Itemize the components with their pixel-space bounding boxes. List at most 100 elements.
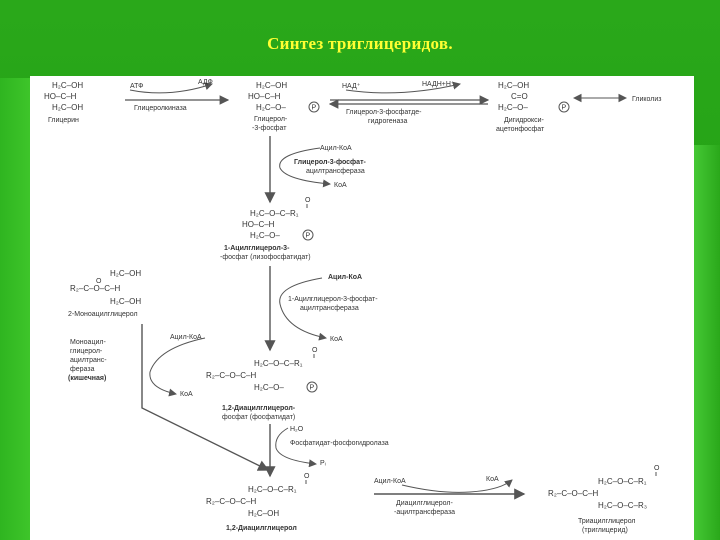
mag-enzyme-line-1: Моноацил- xyxy=(70,339,106,346)
lpa-name-1: 1-Ацилглицерол-3- xyxy=(224,245,290,252)
dhap-line-1: H₂C–OH xyxy=(498,81,529,90)
glycerol-name: Глицерин xyxy=(48,117,79,124)
mag-enzyme-line-2: глицерол- xyxy=(70,348,103,355)
mag-line-3: H₂C–OH xyxy=(110,297,141,306)
step4-cofactor-arc xyxy=(279,277,327,341)
step1-cofactor-arc xyxy=(129,82,213,94)
mag-name: 2-Моноацилглицерол xyxy=(68,311,138,318)
pa-structure: O H₂C–O–C–R₁ R₂–C–O–C–H H₂C–O– P 1,2-Диа… xyxy=(206,347,318,421)
tag-structure: O H₂C–O–C–R₁ R₂–C–O–C–H H₂C–O–C–R₃ Триац… xyxy=(548,465,660,534)
glycerol-line-1: H₂C–OH xyxy=(52,81,83,90)
step3-out: КоА xyxy=(334,182,347,189)
glycerol-line-2: HO–C–H xyxy=(44,92,77,101)
dhap-line-2: C=O xyxy=(511,92,528,101)
step5-in: H₂O xyxy=(290,426,304,433)
mag-enzyme-line-4: фераза xyxy=(70,366,95,373)
dag-line-1: H₂C–O–C–R₁ xyxy=(248,485,297,494)
lpa-line-3: H₂C–O– xyxy=(250,231,280,240)
mag-line-1: H₂C–OH xyxy=(110,269,141,278)
tag-carbonyl: O xyxy=(654,465,660,472)
step6-out: КоА xyxy=(486,476,499,483)
dag-line-3: H₂C–OH xyxy=(248,509,279,518)
phosphate-icon xyxy=(302,229,314,241)
dag-line-2: R₂–C–O–C–H xyxy=(206,497,256,506)
mag-enzyme-in: Ацил-КоА xyxy=(170,334,202,341)
pa-line-2: R₂–C–O–C–H xyxy=(206,371,256,380)
right-decor-band xyxy=(694,145,720,540)
glycolysis-label: Гликолиз xyxy=(632,96,661,103)
step4-in: Ацил-КоА xyxy=(328,274,362,281)
pa-carbonyl: O xyxy=(312,347,318,354)
step2-cofactor-arc xyxy=(345,81,461,94)
step5-cofactor-arc xyxy=(275,427,317,468)
mag-enzyme-out: КоА xyxy=(180,391,193,398)
tag-line-1: H₂C–O–C–R₁ xyxy=(598,477,647,486)
phosphate-label: P xyxy=(310,385,315,392)
dag-carbonyl: O xyxy=(304,473,310,480)
step6-enzyme-1: Диацилглицерол- xyxy=(396,500,453,507)
g3p-name-1: Глицерол- xyxy=(254,116,288,123)
g3p-name-2: -3-фосфат xyxy=(252,125,287,132)
mag-cofactor-arc xyxy=(149,337,206,397)
tag-name-2: (триглицерид) xyxy=(582,527,628,534)
lpa-structure: O H₂C–O–C–R₁ HO–C–H H₂C–O– P 1-Ацилглице… xyxy=(220,197,314,261)
lpa-line-2: HO–C–H xyxy=(242,220,275,229)
step4-enzyme-1: 1-Ацилглицерол-3-фосфат- xyxy=(288,296,378,303)
step3-enzyme-2: ацилтрансфераза xyxy=(306,168,365,175)
phosphate-icon xyxy=(308,101,320,113)
phosphate-label: P xyxy=(562,105,567,112)
step3-in: Ацил-КоА xyxy=(320,145,352,152)
dhap-name-2: ацетонфосфат xyxy=(496,126,545,133)
left-decor-band xyxy=(0,78,30,540)
step3-cofactor-arc xyxy=(279,147,331,188)
mag-line-2: R₂–C–O–C–H xyxy=(70,284,120,293)
step4-enzyme-2: ацилтрансфераза xyxy=(300,305,359,312)
step1-in: АТФ xyxy=(130,83,144,90)
mag-enzyme-line-3: ацилтранс- xyxy=(70,357,107,364)
phosphate-icon xyxy=(306,381,318,393)
glycerol-line-3: H₂C–OH xyxy=(52,103,83,112)
tag-line-2: R₂–C–O–C–H xyxy=(548,489,598,498)
phosphate-icon xyxy=(558,101,570,113)
tag-name-1: Триацилглицерол xyxy=(578,518,636,525)
dhap-line-3: H₂C–O– xyxy=(498,103,528,112)
step4-out: КоА xyxy=(330,336,343,343)
pathway-diagram: H₂C–OH HO–C–H H₂C–OH Глицерин АТФ АДФ Гл… xyxy=(30,76,694,540)
mag-enzyme-note: (кишечная) xyxy=(68,375,106,382)
step2-out: НАДН+Н⁺ xyxy=(422,81,455,88)
dhap-structure: H₂C–OH C=O H₂C–O– P Дигидрокси- ацетонфо… xyxy=(496,81,570,133)
slide-title: Синтез триглицеридов. xyxy=(267,34,453,53)
step6-in: Ацил-КоА xyxy=(374,478,406,485)
g3p-structure: H₂C–OH HO–C–H H₂C–O– P Глицерол- -3-фосф… xyxy=(248,81,320,132)
pa-name-1: 1,2-Диацилглицерол- xyxy=(222,405,296,412)
mag-structure: H₂C–OH O R₂–C–O–C–H H₂C–OH 2-Моноацилгли… xyxy=(68,269,141,318)
step6-enzyme-2: -ацилтрансфераза xyxy=(394,509,455,516)
glycerol-structure: H₂C–OH HO–C–H H₂C–OH Глицерин xyxy=(44,81,83,124)
g3p-line-3: H₂C–O– xyxy=(256,103,286,112)
pa-line-3: H₂C–O– xyxy=(254,383,284,392)
step1-enzyme: Глицеролкиназа xyxy=(134,105,187,112)
mag-carbonyl: O xyxy=(96,278,102,285)
step1-out: АДФ xyxy=(198,79,213,86)
mag-pathway-arrow xyxy=(141,324,270,471)
dag-structure: O H₂C–O–C–R₁ R₂–C–O–C–H H₂C–OH 1,2-Диаци… xyxy=(206,473,310,532)
step3-enzyme-1: Глицерол-3-фосфат- xyxy=(294,159,367,166)
pa-line-1: H₂C–O–C–R₁ xyxy=(254,359,303,368)
dag-name: 1,2-Диацилглицерол xyxy=(226,525,297,532)
pa-name-2: фосфат (фосфатидат) xyxy=(222,414,295,421)
g3p-line-2: HO–C–H xyxy=(248,92,281,101)
step5-out: Pᵢ xyxy=(320,460,326,467)
step5-enzyme: Фосфатидат-фосфогидролаза xyxy=(290,440,389,447)
g3p-line-1: H₂C–OH xyxy=(256,81,287,90)
tag-line-3: H₂C–O–C–R₃ xyxy=(598,501,647,510)
lpa-carbonyl: O xyxy=(305,197,311,204)
lpa-name-2: -фосфат (лизофосфатидат) xyxy=(220,254,311,261)
step2-in: НАД⁺ xyxy=(342,83,361,90)
step2-enzyme-1: Глицерол-3-фосфатде- xyxy=(346,109,422,116)
pathway-svg: H₂C–OH HO–C–H H₂C–OH Глицерин АТФ АДФ Гл… xyxy=(44,79,661,534)
step2-enzyme-2: гидрогеназа xyxy=(368,118,408,125)
phosphate-label: P xyxy=(312,105,317,112)
step6-cofactor-arc xyxy=(401,479,513,493)
phosphate-label: P xyxy=(306,233,311,240)
lpa-line-1: H₂C–O–C–R₁ xyxy=(250,209,299,218)
